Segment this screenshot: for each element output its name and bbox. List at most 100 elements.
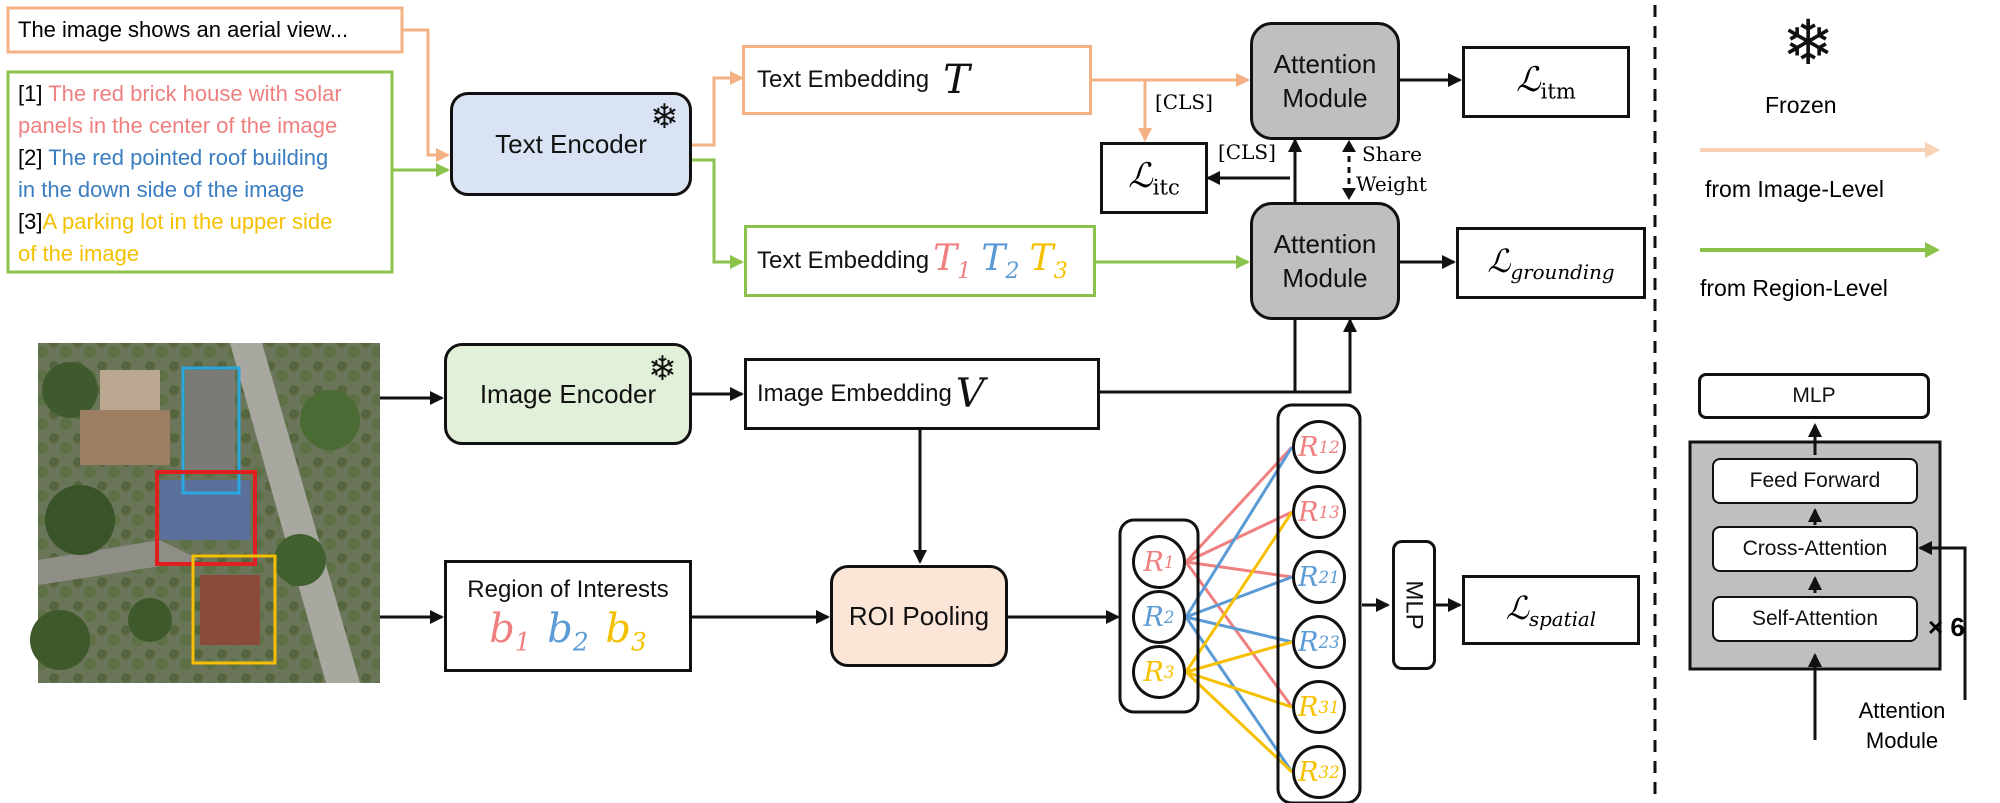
symbol-b2: b2 (547, 605, 589, 657)
loss-itm: ℒitm (1462, 46, 1630, 118)
loss-spatial-symbol: ℒspatial (1505, 589, 1597, 631)
text-encoder-frozen-icon: ❄ (650, 97, 679, 137)
bbox-brick-house (155, 470, 257, 566)
roi-pooling-label: ROI Pooling (848, 600, 990, 631)
detail-self-attention: Self-Attention (1712, 596, 1918, 642)
image-encoder-label: Image Encoder (479, 378, 657, 409)
edge-r3-to-r23 (1185, 640, 1293, 674)
share-weight-arrow-down (1342, 188, 1356, 200)
image-caption-box (6, 6, 404, 54)
edge-r1-to-r21 (1185, 560, 1293, 579)
legend-region-level-label: from Region-Level (1700, 275, 1888, 301)
text-embedding-T123-label: Text Embedding (757, 247, 930, 274)
edge-r2-to-r12 (1184, 446, 1294, 618)
image-embedding-V-symbol: V (955, 371, 985, 417)
image-encoder-frozen-icon: ❄ (648, 349, 677, 389)
detail-feed-forward: Feed Forward (1712, 458, 1918, 504)
symbol-b1: b1 (489, 605, 531, 657)
text-encoder-label: Text Encoder (495, 128, 647, 159)
attention-bottom-label-2: Module (1282, 263, 1368, 293)
detail-mlp-label: MLP (1792, 384, 1836, 407)
symbol-b3: b3 (605, 605, 647, 657)
region-of-interests: Region of Interests b1 b2 b3 (444, 560, 692, 672)
region-caption-1b: panels in the center of the image (18, 113, 338, 138)
edge-r2-to-r23 (1185, 615, 1293, 644)
region-caption-box (6, 70, 394, 274)
image-embedding-V: Image Embedding V (744, 358, 1100, 430)
symbol-T1: T1 (933, 238, 972, 284)
region-caption-3-num: [3] (18, 209, 43, 234)
arrow-cross-input (1918, 541, 1967, 700)
edge-r3-to-r13 (1184, 511, 1294, 673)
text-embedding-T: Text Embedding T (742, 45, 1092, 115)
detail-cross-attention: Cross-Attention (1712, 526, 1918, 572)
text-embedding-T-label: Text Embedding (757, 66, 930, 93)
cls-label-1: [CLS] (1155, 90, 1213, 114)
region-caption-3a: [3]A parking lot in the upper side (18, 206, 332, 238)
symbol-T2: T2 (981, 238, 1020, 284)
region-of-interests-label: Region of Interests (467, 575, 669, 603)
roi-pooling: ROI Pooling (830, 565, 1008, 667)
legend-orange-arrowhead (1925, 142, 1940, 158)
region-edges (1184, 445, 1294, 774)
text-encoder: Text Encoder (450, 92, 692, 196)
region-caption-1-num: [1] (18, 81, 49, 106)
weight-label: Weight (1356, 172, 1427, 196)
legend-frozen-icon: ❄ (1782, 6, 1834, 79)
loss-grounding: ℒgrounding (1456, 227, 1646, 299)
loss-spatial: ℒspatial (1462, 575, 1640, 645)
mlp-vertical: MLP (1392, 540, 1436, 670)
image-level-caption: The image shows an aerial view... (18, 17, 349, 42)
edge-r3-to-r32 (1184, 670, 1294, 774)
share-label: Share (1362, 142, 1422, 166)
loss-grounding-symbol: ℒgrounding (1487, 242, 1615, 284)
text-embedding-T-symbol: T (943, 57, 970, 103)
legend-image-level-label: from Image-Level (1705, 176, 1884, 202)
left-region-container (1118, 518, 1200, 714)
region-caption-1-text-a: The red brick house with solar (48, 81, 342, 106)
text-embedding-T123: Text Embedding T1 T2 T3 (744, 225, 1096, 297)
bbox-pointed-roof (191, 554, 277, 665)
arrow-encoder-to-text-embedding (692, 71, 744, 147)
aerial-image (30, 343, 380, 683)
detail-cross-attention-label: Cross-Attention (1742, 537, 1888, 560)
region-caption-2a: [2] The red pointed roof building (18, 142, 328, 174)
edge-r2-to-r32 (1184, 616, 1294, 773)
loss-itc-symbol: ℒitc (1128, 156, 1180, 200)
region-caption-2-num: [2] (18, 145, 49, 170)
legend-green-arrowhead (1925, 242, 1940, 258)
share-weight-arrow-up (1342, 140, 1356, 152)
attention-module-bottom: Attention Module (1250, 202, 1400, 320)
detail-mlp: MLP (1698, 373, 1930, 419)
legend-frozen-label: Frozen (1765, 92, 1837, 118)
edge-r3-to-r31 (1185, 670, 1293, 709)
region-caption-2b: in the down side of the image (18, 177, 305, 202)
region-caption-3-text-a: A parking lot in the upper side (42, 209, 333, 234)
detail-input-label-1: Attention (1858, 698, 1946, 723)
arrow-encoder-to-text-embedding-123 (692, 158, 744, 269)
arrow-image-caption-to-encoder (402, 28, 450, 162)
loss-itc: ℒitc (1100, 142, 1208, 214)
attention-top-label-1: Attention (1273, 49, 1377, 79)
image-embedding-V-label: Image Embedding (757, 380, 952, 407)
mlp-vertical-label: MLP (1401, 580, 1429, 630)
cls-label-2: [CLS] (1218, 140, 1276, 164)
symbol-T3: T3 (1029, 238, 1068, 284)
edge-r2-to-r21 (1185, 575, 1293, 619)
detail-repeat-count: × 6 (1928, 612, 1965, 642)
attention-bottom-label-1: Attention (1273, 229, 1377, 259)
loss-itm-symbol: ℒitm (1516, 60, 1576, 104)
bbox-parking-lot (181, 366, 241, 495)
edge-r1-to-r13 (1185, 510, 1293, 564)
image-encoder: Image Encoder (444, 343, 692, 445)
arrow-image-to-attention-bottom (1100, 318, 1357, 394)
